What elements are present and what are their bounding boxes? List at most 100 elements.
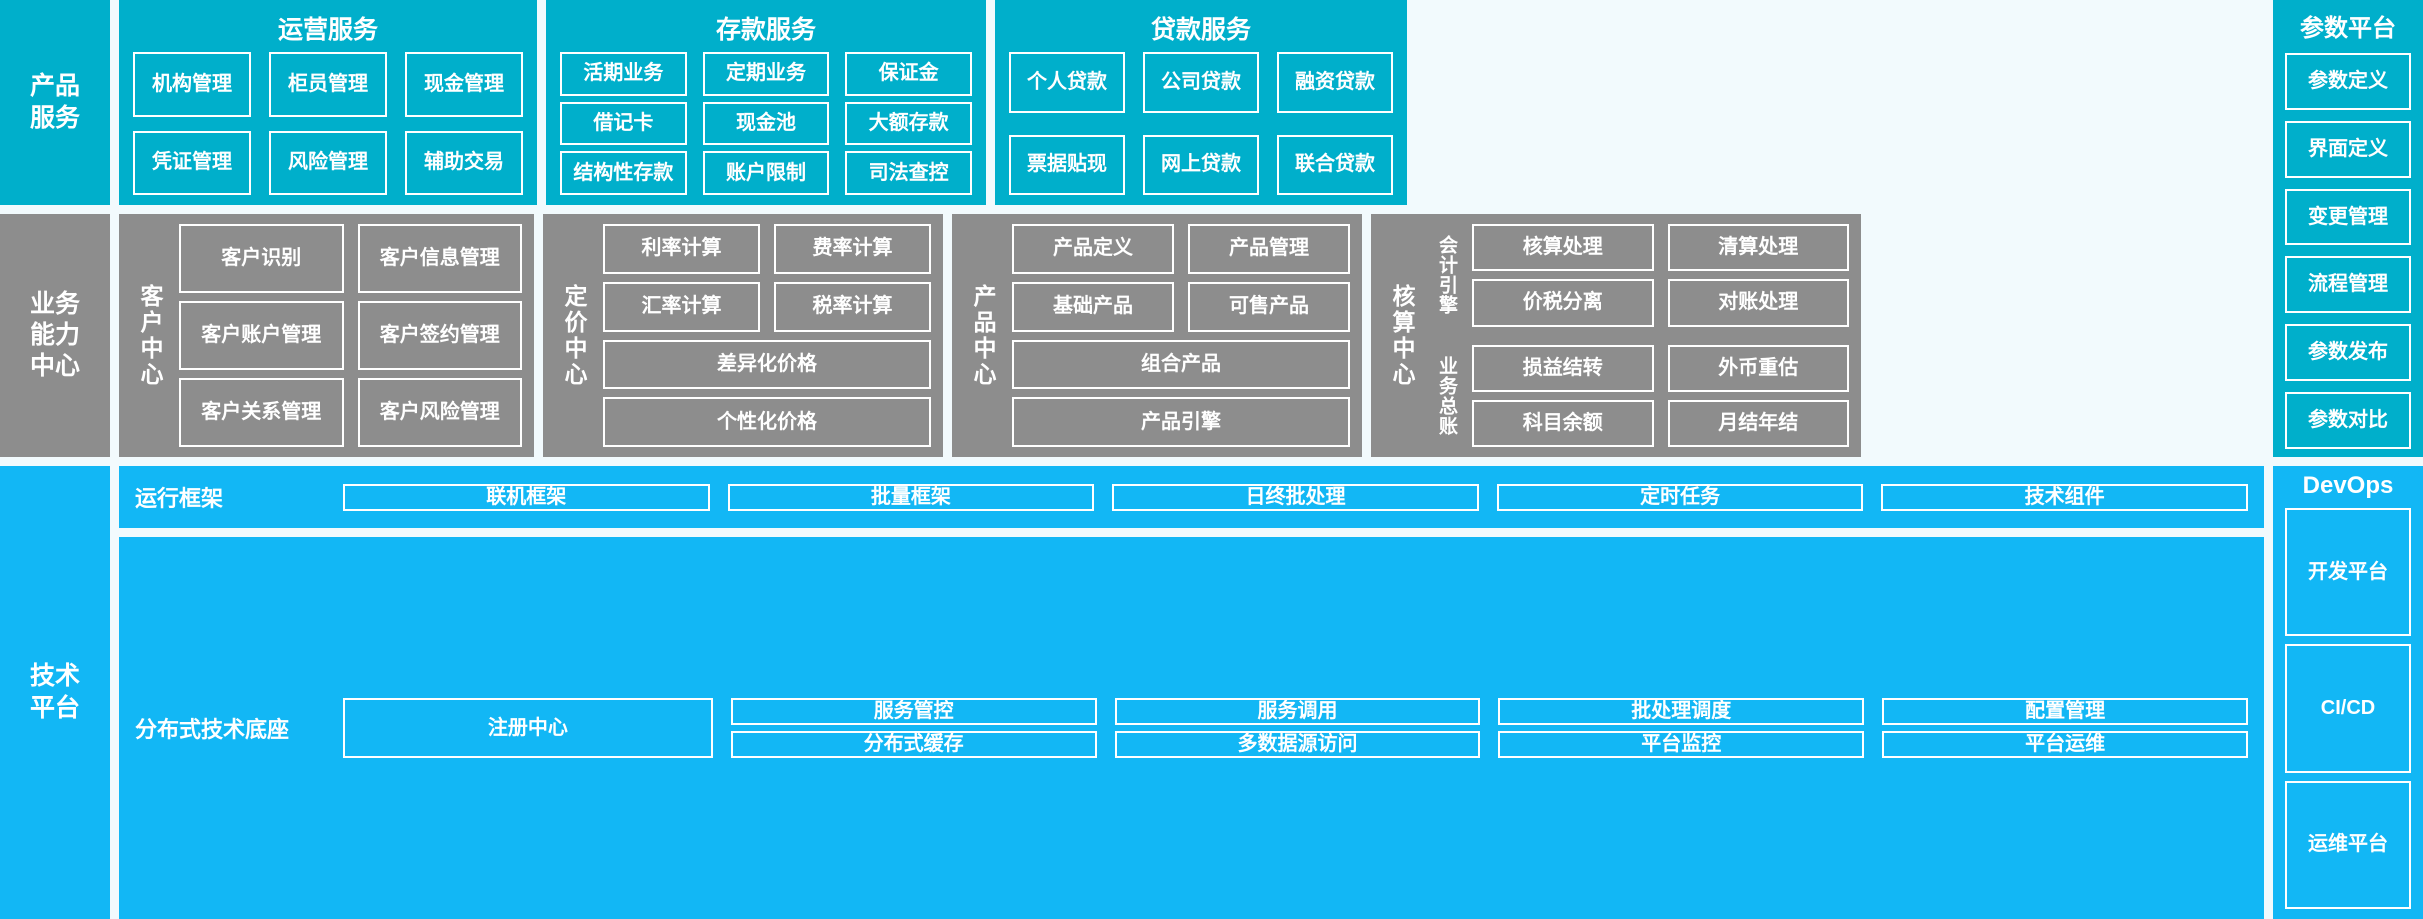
- service-tile[interactable]: 司法查控: [845, 151, 972, 195]
- capability-tile[interactable]: 核算处理: [1472, 224, 1654, 272]
- service-tile[interactable]: 融资贷款: [1277, 52, 1393, 113]
- service-tile[interactable]: 凭证管理: [133, 130, 251, 195]
- tech-tile[interactable]: 多数据源访问: [1114, 731, 1481, 758]
- center-row: 汇率计算 税率计算: [603, 281, 931, 332]
- tech-tile[interactable]: 批处理调度: [1498, 698, 1865, 725]
- center-row: 基础产品 可售产品: [1012, 281, 1350, 332]
- tech-stack: 服务管控 分布式缓存: [730, 698, 1097, 758]
- tech-tile[interactable]: 服务管控: [730, 698, 1097, 725]
- capability-tile[interactable]: 客户关系管理: [179, 378, 344, 447]
- service-tile[interactable]: 大额存款: [845, 101, 972, 146]
- tech-tile[interactable]: 批量框架: [727, 483, 1095, 511]
- capability-tile[interactable]: 汇率计算: [603, 281, 760, 332]
- capability-tile[interactable]: 对账处理: [1667, 279, 1849, 327]
- capability-tile[interactable]: 价税分离: [1472, 279, 1654, 327]
- capability-tile[interactable]: 清算处理: [1667, 224, 1849, 272]
- service-tile[interactable]: 辅助交易: [405, 130, 523, 195]
- capability-tile[interactable]: 税率计算: [774, 281, 931, 332]
- band-tiles-runtime-framework: 联机框架 批量框架 日终批处理 定时任务 技术组件: [343, 483, 2248, 511]
- center-name-pricing: 定价中心: [561, 283, 587, 388]
- service-tile[interactable]: 机构管理: [133, 52, 251, 117]
- center-row: 产品定义 产品管理: [1012, 224, 1350, 274]
- subgroup-name-general-ledger: 业务总账: [1436, 355, 1457, 436]
- capability-tile[interactable]: 产品引擎: [1012, 397, 1350, 447]
- capability-tile[interactable]: 客户风险管理: [357, 378, 522, 447]
- capability-tile[interactable]: 基础产品: [1012, 281, 1174, 332]
- group-title-operation-services: 运营服务: [277, 16, 378, 44]
- capability-tile[interactable]: 客户签约管理: [357, 301, 522, 370]
- tech-tile[interactable]: 配置管理: [1882, 698, 2248, 725]
- capability-tile[interactable]: 可售产品: [1188, 281, 1350, 332]
- service-tile[interactable]: 风险管理: [269, 130, 387, 195]
- layer-label-text: 业务 能力 中心: [29, 289, 80, 381]
- tech-tile[interactable]: 日终批处理: [1112, 483, 1479, 511]
- subgroup-tiles: 核算处理 清算处理 价税分离 对账处理: [1472, 224, 1849, 327]
- service-tile[interactable]: 现金池: [702, 101, 830, 146]
- layer-business-capability: 业务 能力 中心 客户中心 客户识别 客户信息管理 客户账户管理 客户签约管理 …: [0, 214, 2423, 457]
- tech-tile-registry[interactable]: 注册中心: [343, 698, 713, 758]
- panel-parameter-platform: 参数平台 参数定义 界面定义 变更管理 流程管理 参数发布 参数对比: [2273, 0, 2423, 457]
- group-operation-services: 运营服务 机构管理 柜员管理 现金管理 凭证管理 风险管理 辅助交易: [119, 0, 537, 205]
- parameter-tile[interactable]: 参数对比: [2285, 392, 2411, 449]
- capability-tile[interactable]: 产品定义: [1012, 224, 1174, 274]
- center-row: 客户关系管理 客户风险管理: [179, 378, 522, 447]
- devops-tile[interactable]: 开发平台: [2285, 508, 2411, 637]
- tech-tile[interactable]: 分布式缓存: [730, 731, 1097, 758]
- group-deposit-services: 存款服务 活期业务 定期业务 保证金 借记卡 现金池 大额存款 结构性存款 账户…: [546, 0, 986, 205]
- capability-tile[interactable]: 客户账户管理: [179, 301, 344, 370]
- capability-tile[interactable]: 产品管理: [1188, 224, 1350, 274]
- tech-stack: 服务调用 多数据源访问: [1114, 698, 1481, 758]
- service-tile[interactable]: 票据贴现: [1009, 134, 1125, 195]
- devops-tile[interactable]: 运维平台: [2285, 780, 2411, 909]
- service-tile[interactable]: 定期业务: [702, 52, 830, 96]
- service-tile[interactable]: 活期业务: [560, 52, 687, 96]
- center-name-product: 产品中心: [970, 283, 996, 388]
- capability-tile[interactable]: 差异化价格: [603, 339, 931, 390]
- group-title-deposit-services: 存款服务: [715, 16, 816, 44]
- band-label-distributed-foundation: 分布式技术底座: [135, 717, 290, 742]
- capability-tile[interactable]: 月结年结: [1667, 399, 1849, 447]
- capability-tile[interactable]: 客户信息管理: [357, 224, 522, 293]
- capability-tile[interactable]: 损益结转: [1472, 344, 1654, 392]
- capability-tile[interactable]: 利率计算: [603, 224, 760, 274]
- tech-tile[interactable]: 平台监控: [1498, 731, 1865, 758]
- service-tile[interactable]: 个人贷款: [1009, 52, 1125, 113]
- service-tile[interactable]: 柜员管理: [269, 52, 387, 117]
- parameter-tile[interactable]: 变更管理: [2285, 188, 2411, 246]
- capability-tile[interactable]: 外币重估: [1667, 344, 1849, 392]
- service-tile[interactable]: 现金管理: [405, 52, 523, 117]
- subgroup-accounting-engine: 会计引擎 核算处理 清算处理 价税分离 对账处理: [1431, 224, 1849, 327]
- parameter-tile[interactable]: 参数发布: [2285, 324, 2411, 382]
- capability-tile[interactable]: 客户识别: [179, 224, 344, 293]
- parameter-tile[interactable]: 流程管理: [2285, 256, 2411, 314]
- service-tile[interactable]: 账户限制: [702, 151, 830, 195]
- center-row: 利率计算 费率计算: [603, 224, 931, 274]
- service-tile[interactable]: 借记卡: [560, 101, 687, 146]
- center-body-customer: 客户识别 客户信息管理 客户账户管理 客户签约管理 客户关系管理 客户风险管理: [179, 224, 522, 447]
- center-pricing: 定价中心 利率计算 费率计算 汇率计算 税率计算 差异化价格 个性化价格: [543, 214, 943, 457]
- service-tile[interactable]: 公司贷款: [1143, 52, 1259, 113]
- center-name-accounting: 核算中心: [1389, 283, 1415, 388]
- tech-tile[interactable]: 服务调用: [1114, 698, 1481, 725]
- center-body-accounting: 会计引擎 核算处理 清算处理 价税分离 对账处理 业务总账: [1431, 224, 1849, 447]
- center-row: 客户识别 客户信息管理: [179, 224, 522, 293]
- parameter-tile[interactable]: 参数定义: [2285, 53, 2411, 110]
- center-row: 个性化价格: [603, 397, 931, 447]
- devops-tile[interactable]: CI/CD: [2285, 644, 2411, 773]
- service-tile[interactable]: 联合贷款: [1277, 134, 1393, 195]
- capability-tile[interactable]: 科目余额: [1472, 399, 1654, 447]
- service-tile[interactable]: 保证金: [845, 52, 972, 96]
- tech-tile[interactable]: 定时任务: [1496, 483, 1864, 511]
- service-tile[interactable]: 结构性存款: [560, 151, 687, 195]
- service-tile[interactable]: 网上贷款: [1143, 134, 1259, 195]
- center-row: 科目余额 月结年结: [1472, 399, 1849, 447]
- capability-tile[interactable]: 组合产品: [1012, 339, 1350, 390]
- capability-tile[interactable]: 个性化价格: [603, 397, 931, 447]
- parameter-tile[interactable]: 界面定义: [2285, 120, 2411, 178]
- tech-tile[interactable]: 平台运维: [1882, 731, 2248, 758]
- tech-tile[interactable]: 技术组件: [1881, 483, 2248, 511]
- group-title-loan-services: 贷款服务: [1150, 16, 1251, 44]
- tech-tile[interactable]: 联机框架: [343, 483, 710, 511]
- capability-tile[interactable]: 费率计算: [774, 224, 931, 274]
